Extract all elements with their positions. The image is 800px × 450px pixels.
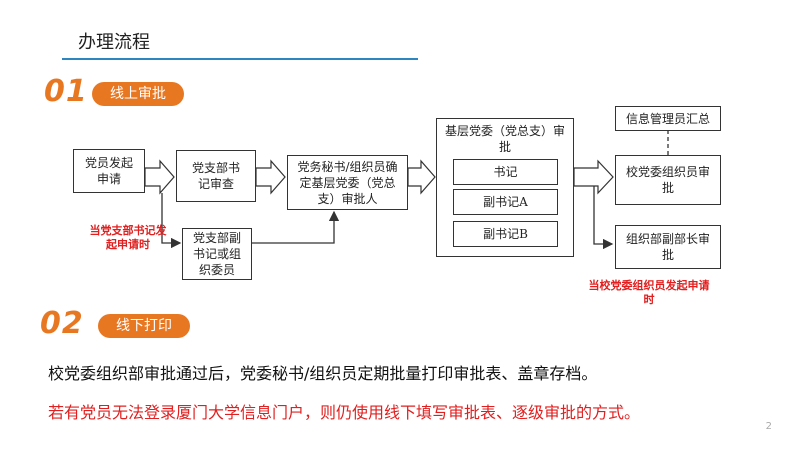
branch-secretary-label: 党支部书记审查 <box>191 161 240 191</box>
info-admin-label: 信息管理员汇总 <box>625 111 710 126</box>
offline-fallback-text: 若有党员无法登录厦门大学信息门户，则仍使用线下填写审批表、逐级审批的方式。 <box>48 403 641 422</box>
arrow-applicant-branch <box>144 159 175 195</box>
school-organizer-label: 校党委组织员审批 <box>626 165 711 195</box>
org-deputy-label: 组织部副部长审批 <box>626 232 711 262</box>
base-committee-title: 基层党委（党总支）审批 <box>445 124 566 154</box>
arrow-base-school <box>573 159 614 195</box>
box-deputy: 党支部副书记或组织委员 <box>182 228 252 280</box>
deputy-label: 党支部副书记或组织委员 <box>192 231 241 277</box>
deputy-a-label: 副书记A <box>483 195 528 209</box>
arrow-party-base <box>407 159 436 195</box>
box-secretary: 书记 <box>453 159 558 185</box>
title-underline <box>62 58 418 60</box>
box-school-organizer: 校党委组织员审批 <box>615 155 721 205</box>
applicant-label: 党员发起申请 <box>85 156 134 186</box>
box-branch-secretary: 党支部书记审查 <box>176 150 256 202</box>
box-org-deputy: 组织部副部长审批 <box>615 225 721 269</box>
offline-print-text: 校党委组织部审批通过后，党委秘书/组织员定期批量打印审批表、盖章存档。 <box>48 364 598 383</box>
section-1-number: 01 <box>44 74 88 109</box>
section-2-number: 02 <box>40 306 84 341</box>
box-applicant: 党员发起申请 <box>73 149 145 193</box>
line-deputy-party <box>252 210 340 244</box>
line-applicant-deputy <box>161 193 182 249</box>
box-deputy-a: 副书记A <box>453 189 558 215</box>
box-deputy-b: 副书记B <box>453 221 558 247</box>
party-secretary-label: 党务秘书/组织员确定基层党委（党总支）审批人 <box>297 159 398 206</box>
box-party-secretary: 党务秘书/组织员确定基层党委（党总支）审批人 <box>287 155 408 210</box>
box-info-admin: 信息管理员汇总 <box>615 106 721 131</box>
note-school: 当校党委组织员发起申请时 <box>588 279 710 306</box>
page-title: 办理流程 <box>78 32 150 53</box>
page-number: 2 <box>765 421 772 432</box>
arrow-branch-party <box>255 159 286 195</box>
note-branch: 当党支部书记发起申请时 <box>89 224 167 251</box>
secretary-label: 书记 <box>493 165 518 179</box>
section-1-label: 线上审批 <box>92 82 184 106</box>
line-base-orgdeputy <box>593 186 614 250</box>
deputy-b-label: 副书记B <box>483 227 528 241</box>
section-2-label: 线下打印 <box>98 314 190 338</box>
